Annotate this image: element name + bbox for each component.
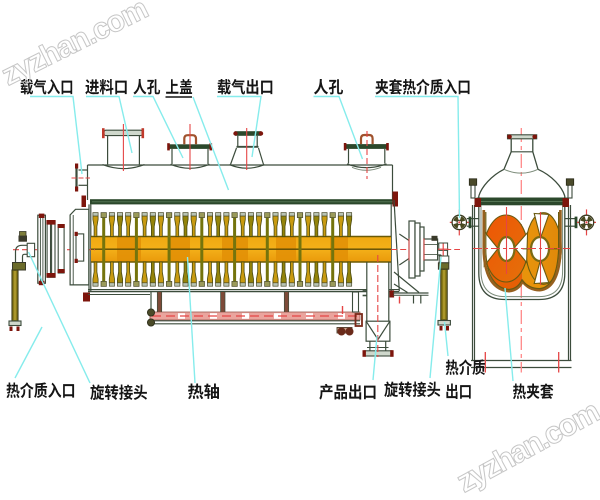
- svg-text:zyzhan.com: zyzhan.com: [0, 0, 153, 92]
- svg-text:zyzhan.com: zyzhan.com: [451, 394, 600, 499]
